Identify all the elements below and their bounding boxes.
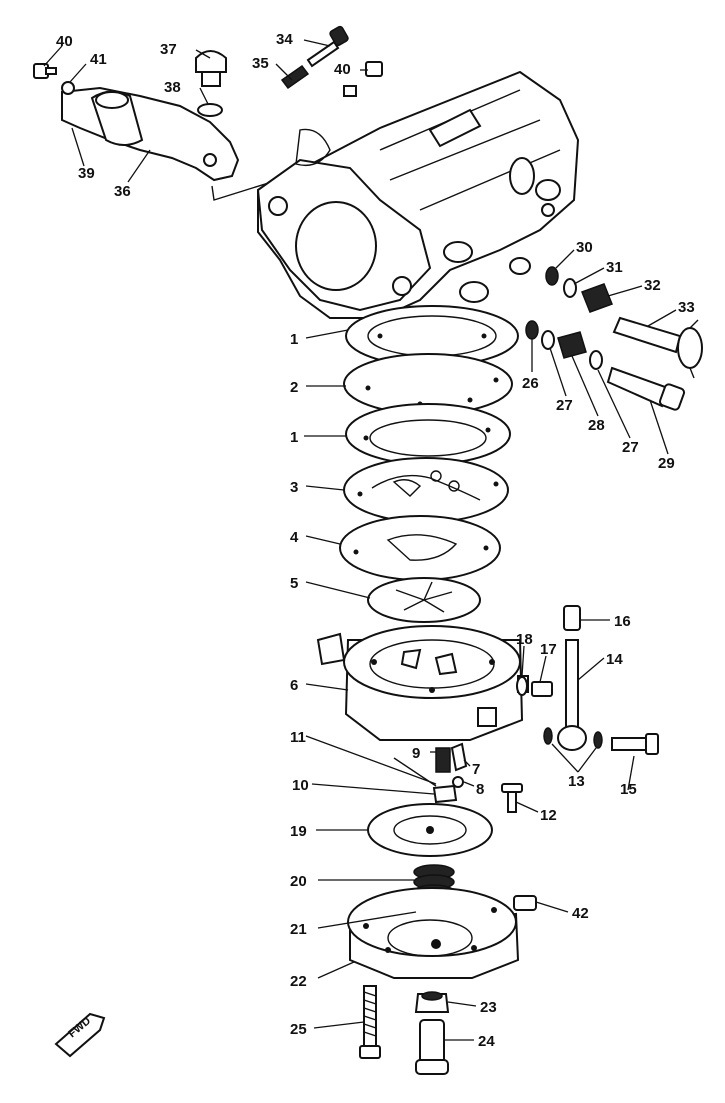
callout-27-b: 27	[622, 439, 639, 456]
callout-12: 12	[540, 807, 557, 824]
callout-15: 15	[620, 781, 637, 798]
callout-13: 13	[568, 773, 585, 790]
callout-32: 32	[644, 277, 661, 294]
callout-40-mid: 40	[334, 61, 351, 78]
screw-40-top	[33, 63, 57, 79]
callout-34: 34	[276, 31, 293, 48]
callout-3: 3	[290, 479, 298, 496]
callout-18: 18	[516, 631, 533, 648]
callout-7: 7	[472, 761, 480, 778]
callout-21: 21	[290, 921, 307, 938]
callout-labels: 40 41 39 36 37 38 34 35 40 30 31 32 33 2…	[56, 31, 695, 1050]
screw-42	[513, 895, 537, 911]
bolt-25	[359, 985, 381, 1059]
diaphragm-2	[343, 353, 513, 415]
needle-29	[606, 366, 686, 411]
callout-14: 14	[606, 651, 623, 668]
callout-23: 23	[480, 999, 497, 1016]
clip-13-b	[593, 731, 603, 749]
callout-27-a: 27	[556, 397, 573, 414]
clip-13-a	[543, 727, 553, 745]
plug-37	[195, 50, 227, 87]
callout-28: 28	[588, 417, 605, 434]
washer-27-b	[589, 350, 603, 370]
washer-27-a	[541, 330, 555, 350]
callout-1-bottom: 1	[290, 429, 298, 446]
screen-5	[367, 577, 481, 623]
callout-40-top: 40	[56, 33, 73, 50]
callout-20: 20	[290, 873, 307, 890]
cover-22	[347, 887, 520, 979]
screw-8	[452, 776, 464, 788]
spring-32	[581, 283, 613, 313]
throttle-bracket	[61, 86, 279, 201]
callout-5: 5	[290, 575, 298, 592]
gasket-1-bottom	[345, 403, 511, 465]
o-ring-26	[525, 320, 539, 340]
carburetor-body	[256, 70, 580, 319]
o-ring-30	[545, 266, 559, 286]
spring-35	[280, 64, 310, 90]
metering-diaphragm-19	[367, 803, 493, 857]
callout-37: 37	[160, 41, 177, 58]
screw-12	[501, 783, 523, 813]
callout-42: 42	[572, 905, 589, 922]
callout-30: 30	[576, 239, 593, 256]
lever-14	[557, 639, 587, 751]
callout-22: 22	[290, 973, 307, 990]
lever-10	[432, 784, 458, 804]
needle-valve-7	[450, 742, 468, 772]
callout-39: 39	[78, 165, 95, 182]
washer-18	[516, 676, 528, 696]
callout-2: 2	[290, 379, 298, 396]
pin-15	[611, 733, 659, 755]
screw-40-mid	[343, 61, 383, 97]
callout-25: 25	[290, 1021, 307, 1038]
callout-9: 9	[412, 745, 420, 762]
callout-36: 36	[114, 183, 131, 200]
callout-10: 10	[292, 777, 309, 794]
fwd-arrow-icon: FWD	[54, 1012, 106, 1058]
callout-35: 35	[252, 55, 269, 72]
needle-33	[612, 316, 703, 379]
callout-4: 4	[290, 529, 299, 546]
gasket-4	[339, 515, 501, 581]
screw-17	[531, 681, 553, 697]
callout-41: 41	[90, 51, 107, 68]
callout-29: 29	[658, 455, 675, 472]
callout-16: 16	[614, 613, 631, 630]
callout-17: 17	[540, 641, 557, 658]
pump-body-6	[316, 625, 529, 741]
fitting-24	[415, 1019, 449, 1075]
callout-33: 33	[678, 299, 695, 316]
plate-3	[343, 457, 509, 523]
washer-41	[61, 81, 75, 95]
callout-6: 6	[290, 677, 298, 694]
leader-lines	[43, 39, 677, 1041]
callout-38: 38	[164, 79, 181, 96]
washer-38	[197, 103, 223, 117]
callout-26: 26	[522, 375, 539, 392]
callout-1-top: 1	[290, 331, 298, 348]
callout-11: 11	[290, 729, 306, 746]
callout-19: 19	[290, 823, 307, 840]
nut-23	[414, 991, 450, 1013]
washer-31	[563, 278, 577, 298]
screw-34	[306, 25, 349, 68]
callout-31: 31	[606, 259, 623, 276]
spring-28	[557, 331, 587, 359]
callout-8: 8	[476, 781, 484, 798]
cap-16	[563, 605, 581, 631]
spring-9	[435, 747, 451, 773]
callout-24: 24	[478, 1033, 495, 1050]
